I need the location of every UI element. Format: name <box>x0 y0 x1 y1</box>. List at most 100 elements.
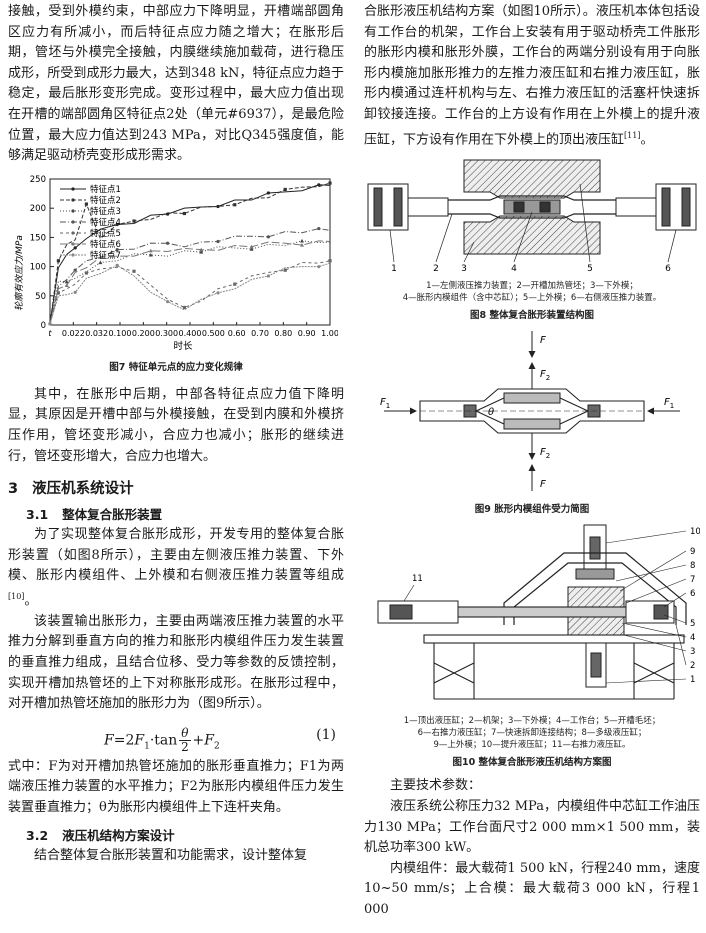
eq-F1: F <box>134 732 145 749</box>
right-thrust-device <box>615 183 697 231</box>
right-column: 合胀形液压机结构方案（如图10所示）。液压机本体包括设有工作台的机架，工作台上安… <box>364 2 701 921</box>
eq-F2: F <box>204 732 214 749</box>
series-point-7 <box>73 290 77 294</box>
legend-entry: 特征点6 <box>90 239 121 250</box>
series-point-2 <box>233 202 237 207</box>
series-line-3 <box>49 240 331 324</box>
legend-entry: 特征点4 <box>90 217 121 228</box>
section-3-1-heading: 3.1 整体复合胀形装置 <box>26 504 344 523</box>
section-3-heading: 3 液压机系统设计 <box>8 477 344 498</box>
legend-entry: 特征点7 <box>90 250 121 261</box>
figure-9-drawing: F F2 F1 θ F1 F2 F <box>380 331 680 492</box>
x-tick-label: 0.022 <box>62 329 85 338</box>
series-point-7 <box>317 264 321 269</box>
fig9-linkage <box>420 392 644 430</box>
figure-10-legend-line-1: 1—顶出液压缸；2—机架；3—下外模；4—工作台；5—开槽毛坯； <box>403 716 661 727</box>
series-line-6 <box>49 240 331 324</box>
figure-10-drawing: 10 9 8 7 6 5 4 3 2 1 11 <box>377 524 701 701</box>
x-tick-label: 0.500 <box>202 329 225 338</box>
series-point-5 <box>56 291 60 295</box>
eq-F: F <box>104 732 114 749</box>
series-line-4 <box>49 227 331 324</box>
fig10-lower-outer-die <box>567 614 625 636</box>
paragraph-3-2: 结合整体复合胀形装置和功能需求，设计整体复 <box>34 847 308 863</box>
section-3-number: 3 <box>8 481 19 498</box>
series-point-4 <box>115 247 119 251</box>
x-tick-label: 0.032 <box>85 329 108 338</box>
series-point-7 <box>216 291 220 295</box>
x-tick-label: 0.100 <box>109 329 132 338</box>
fig10-label-9: 9 <box>690 547 695 557</box>
series-point-7 <box>266 274 270 278</box>
paragraph-top-right-end: 。 <box>640 131 654 147</box>
fig10-upper-outer-die <box>567 586 625 610</box>
paragraph-top-right-text: 合胀形液压机结构方案（如图10所示）。液压机本体包括设有工作台的机架，工作台上安… <box>364 4 700 147</box>
paragraph-3-1-b: 该装置输出胀形力，主要由两端液压推力装置的水平推力分解到垂直方向的推力和胀形内模… <box>8 613 344 712</box>
legend-marker <box>71 187 75 191</box>
series-point-2 <box>84 202 88 206</box>
fig10-label-2: 2 <box>690 661 695 671</box>
left-column: 接触，受到外模约束，中部应力下降明显，开槽端部圆角区应力有所减小，而后特征点应力… <box>8 2 344 866</box>
x-tick-label: t <box>48 329 52 338</box>
series-point-5 <box>233 282 237 286</box>
paragraph-top-right: 合胀形液压机结构方案（如图10所示）。液压机本体包括设有工作台的机架，工作台上安… <box>364 2 700 150</box>
series-point-7 <box>166 299 170 303</box>
legend-marker <box>71 242 75 246</box>
fig9-theta: θ <box>488 407 494 418</box>
series-point-6 <box>300 242 304 247</box>
y-axis-label: 轮廓有效应力/MPa <box>14 235 25 311</box>
paragraph-after-fig7: 其中，在胀形中后期，中部各特征点应力值下降明显，其原因是开槽中部与外模接触，在受… <box>8 386 344 464</box>
x-tick-label: 0.300 <box>155 329 178 338</box>
eq-two: 2 <box>181 739 189 754</box>
x-tick-label: 0.400 <box>179 329 202 338</box>
citation-11: [11] <box>624 130 641 140</box>
figure-9-caption: 图9 胀形内模组件受力简图 <box>474 504 590 516</box>
series-point-6 <box>64 283 69 287</box>
section-3-title: 液压机系统设计 <box>32 481 134 498</box>
tube-blank <box>448 195 616 220</box>
series-point-6 <box>98 254 103 259</box>
series-point-6 <box>148 248 153 253</box>
legend-entry: 特征点5 <box>90 228 121 239</box>
series-point-5 <box>84 271 88 275</box>
params-paragraph-1: 液压系统公称压力32 MPa，内模组件中芯缸工作油压力130 MPa；工作台面尺… <box>364 799 700 856</box>
paragraph-3-1-a: 为了实现整体复合胀形成形，开发专用的整体复合胀形装置（如图8所示），主要由左侧液… <box>8 525 344 612</box>
y-tick-label: 250 <box>30 175 46 185</box>
legend-entry: 特征点1 <box>90 184 121 195</box>
figure-8: 1 2 3 4 5 6 1—左侧液压推力装置；2—开槽加热管坯；3—下外模； 4… <box>364 154 700 321</box>
figure-10-legend-line-3: 9—上外模；10—提升液压缸；11—右推力液压缸。 <box>433 740 631 751</box>
params-paragraph-2: 内模组件：最大载荷1 500 kN，行程240 mm，速度10~50 mm/s；… <box>364 860 700 918</box>
paragraph-3-1-a-end: 。 <box>24 593 38 609</box>
series-point-4 <box>266 235 270 239</box>
fig8-label-4: 4 <box>511 264 517 274</box>
fig10-label-8: 8 <box>690 561 695 571</box>
params-heading: 主要技术参数： <box>390 778 482 794</box>
series-point-3 <box>64 279 69 284</box>
figure-10: 10 9 8 7 6 5 4 3 2 1 11 1—顶出液压缸；2—机架；3—下… <box>364 523 701 768</box>
eq-tan: ·tan <box>149 732 178 749</box>
figure-8-drawing: 1 2 3 4 5 6 <box>364 154 700 277</box>
eq-plus: + <box>192 732 205 749</box>
fig9-F1-left: F1 <box>380 397 390 410</box>
inner-die-assembly <box>503 199 561 215</box>
section-3-1-number: 3.1 <box>26 507 49 523</box>
y-tick-label: 150 <box>30 233 46 243</box>
fig10-label-1: 1 <box>690 675 695 685</box>
fig9-F2-top: F2 <box>540 369 550 382</box>
x-axis-label: 时长 <box>173 340 193 352</box>
legend-entry: 特征点2 <box>90 195 121 206</box>
section-3-1-title: 整体复合胀形装置 <box>62 507 163 523</box>
series-point-7 <box>115 263 119 267</box>
x-tick-label: 1.00 <box>321 329 338 338</box>
legend-marker <box>71 231 75 235</box>
series-point-3 <box>148 252 153 257</box>
series-point-1 <box>73 246 77 250</box>
worktable <box>423 634 685 701</box>
fig10-label-6: 6 <box>690 589 695 599</box>
series-point-1 <box>266 191 270 195</box>
left-thrust-cylinder <box>377 600 459 624</box>
eq-equals: =2 <box>113 732 135 749</box>
eq-F2-sub: 2 <box>213 741 220 752</box>
fig9-F2-bottom: F2 <box>540 447 550 460</box>
